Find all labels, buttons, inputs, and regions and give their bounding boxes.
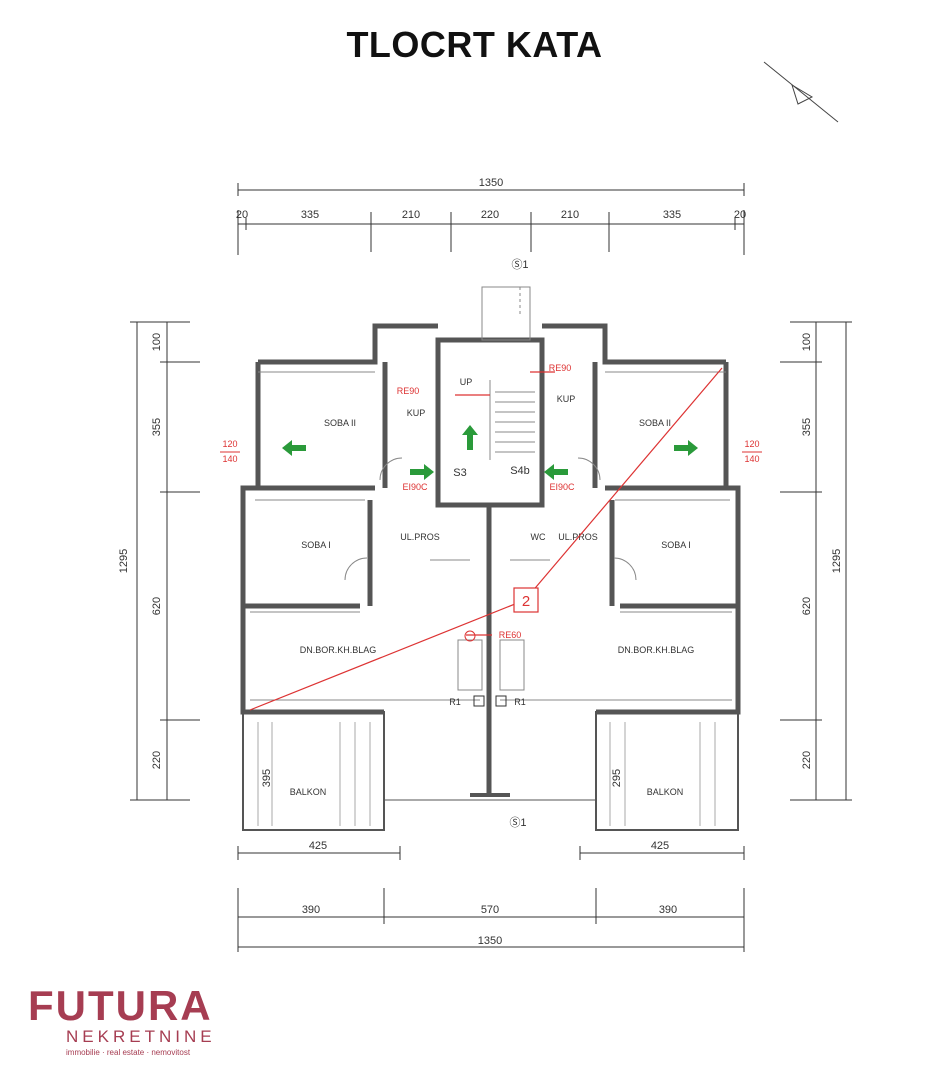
dim-balcony-left: 425 <box>309 840 327 852</box>
arrow-into-core-left-icon <box>410 464 434 480</box>
north-arrow-icon <box>763 61 839 123</box>
annotation-re-top-right: RE90 <box>549 363 572 373</box>
right-dimensions <box>780 321 852 801</box>
building-walls <box>240 323 741 795</box>
left-dimensions <box>130 321 200 801</box>
axis-marker-bottom: Ⓢ1 <box>509 816 526 829</box>
dim-right-seg-3: 620 <box>801 597 813 615</box>
dim-left-seg-4: 220 <box>151 751 163 769</box>
arrow-into-core-right-icon <box>544 464 568 480</box>
room-left-balkon: BALKON <box>290 787 327 797</box>
room-left-soba2: SOBA II <box>324 418 356 428</box>
dim-right-seg-1: 100 <box>801 333 813 351</box>
dim-top-seg-2: 335 <box>301 209 319 221</box>
plan-details <box>250 286 732 701</box>
annotation-ei-left: EI90C <box>402 482 428 492</box>
logo-sub: NEKRETNINE <box>66 1027 216 1046</box>
room-left-ul-pros: UL.PROS <box>400 532 440 542</box>
window-left-bottom: 140 <box>222 454 237 464</box>
window-left-top: 120 <box>222 439 237 449</box>
balconies <box>242 711 739 831</box>
top-dimensions <box>237 183 745 255</box>
dim-top-seg-1: 20 <box>236 209 248 221</box>
balcony-width-dimensions <box>237 846 745 860</box>
room-left-soba1: SOBA I <box>301 540 331 550</box>
dim-top-seg-6: 335 <box>663 209 681 221</box>
room-right-wc: WC <box>531 532 546 542</box>
fire-marker-icon <box>464 630 476 642</box>
room-right-dn-bor: DN.BOR.KH.BLAG <box>618 645 695 655</box>
dim-left-seg-1: 100 <box>151 333 163 351</box>
dim-top-total: 1350 <box>479 177 503 189</box>
section-marker-box <box>513 587 539 613</box>
room-left-kup: KUP <box>407 408 426 418</box>
dim-top-seg-7: 20 <box>734 209 746 221</box>
marker-r1-left: R1 <box>449 697 461 707</box>
dim-balcony-right: 425 <box>651 840 669 852</box>
marker-s3: S3 <box>453 467 466 479</box>
arrow-up-icon <box>462 425 478 450</box>
window-right-top: 120 <box>744 439 759 449</box>
evacuation-arrows <box>282 425 698 480</box>
room-right-balkon: BALKON <box>647 787 684 797</box>
dim-bottom-seg-2: 570 <box>481 904 499 916</box>
dim-balcony-depth-right: 295 <box>611 769 623 787</box>
arrow-right-icon <box>674 440 698 456</box>
annotation-ei-right: EI90C <box>549 482 575 492</box>
dim-left-seg-3: 620 <box>151 597 163 615</box>
arrow-left-icon <box>282 440 306 456</box>
annotation-re-top-left: RE90 <box>397 386 420 396</box>
room-right-kup: KUP <box>557 394 576 404</box>
axis-marker-top: Ⓢ1 <box>511 258 528 271</box>
dim-right-total: 1295 <box>831 549 843 573</box>
dim-bottom-seg-1: 390 <box>302 904 320 916</box>
dim-right-seg-2: 355 <box>801 418 813 436</box>
page-title: TLOCRT KATA <box>346 24 603 65</box>
marker-r1-right: R1 <box>514 697 526 707</box>
stair-up-label: UP <box>460 377 473 387</box>
company-logo[interactable]: FUTURA NEKRETNINE immobilie · real estat… <box>28 984 248 1064</box>
dim-left-seg-2: 355 <box>151 418 163 436</box>
balcony-railings <box>257 722 716 826</box>
annotation-re-mid: RE60 <box>499 630 522 640</box>
logo-name: FUTURA <box>28 982 213 1029</box>
room-left-dn-bor: DN.BOR.KH.BLAG <box>300 645 377 655</box>
escape-route-lines <box>249 367 723 711</box>
dim-bottom-seg-3: 390 <box>659 904 677 916</box>
dim-right-seg-4: 220 <box>801 751 813 769</box>
window-right-bottom: 140 <box>744 454 759 464</box>
room-right-soba1: SOBA I <box>661 540 691 550</box>
logo-tagline: immobilie · real estate · nemovitost <box>66 1048 191 1057</box>
dim-bottom-total: 1350 <box>478 935 502 947</box>
section-marker-number: 2 <box>522 593 530 610</box>
dim-top-seg-5: 210 <box>561 209 579 221</box>
dim-top-seg-3: 210 <box>402 209 420 221</box>
room-right-soba2: SOBA II <box>639 418 671 428</box>
dim-balcony-depth-left: 395 <box>261 769 273 787</box>
marker-s4b: S4b <box>510 465 530 477</box>
dim-left-total: 1295 <box>118 549 130 573</box>
bottom-dimensions <box>237 888 745 952</box>
dim-top-seg-4: 220 <box>481 209 499 221</box>
